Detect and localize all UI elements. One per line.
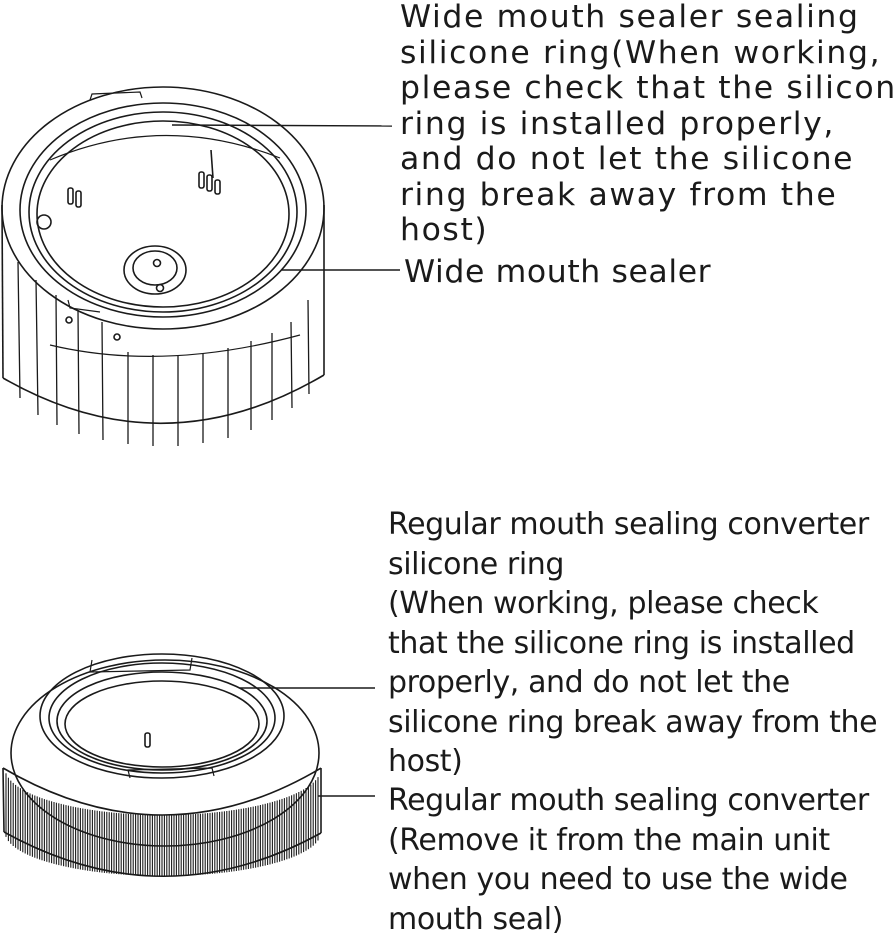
regular-mouth-converter-drawing	[2, 653, 375, 877]
callout-line: ring break away from the	[400, 176, 838, 213]
callout-line: (When working, please check	[388, 586, 819, 621]
callout-line: that the silicone ring is installed	[388, 625, 855, 661]
callout-line: when you need to use the wide	[388, 862, 848, 897]
callout-line: Wide mouth sealer sealing	[400, 0, 860, 35]
knurled-grip	[5, 773, 319, 876]
callout-line: ring is installed properly,	[400, 105, 835, 142]
wide-silicone-ring	[49, 134, 281, 161]
callout-line: mouth seal)	[388, 901, 564, 937]
callout-line: and do not let the silicone	[400, 141, 855, 177]
wide-mouth-sealer-drawing	[1, 86, 400, 446]
regular-converter-callout: Regular mouth sealing converter (Remove …	[388, 781, 869, 939]
callout-line: host)	[388, 744, 463, 779]
leader-wide-ring	[171, 124, 393, 127]
callout-line: Wide mouth sealer	[404, 254, 712, 290]
callout-line: silicone ring(When working,	[400, 34, 882, 71]
callout-line: please check that the silicone	[400, 70, 896, 106]
wide-sealer-callout: Wide mouth sealer	[404, 255, 711, 290]
callout-line: properly, and do not let the	[388, 665, 790, 700]
callout-line: Regular mouth sealing converter	[388, 783, 869, 818]
callout-line: host)	[400, 212, 489, 248]
regular-ring-callout: Regular mouth sealing converter silicone…	[388, 505, 878, 782]
wide-ring-callout: Wide mouth sealer sealing silicone ring(…	[400, 0, 896, 249]
callout-line: silicone ring break away from the	[388, 704, 878, 740]
callout-line: (Remove it from the main unit	[388, 822, 830, 858]
callout-line: Regular mouth sealing converter	[388, 507, 869, 542]
callout-line: silicone ring	[388, 546, 565, 582]
